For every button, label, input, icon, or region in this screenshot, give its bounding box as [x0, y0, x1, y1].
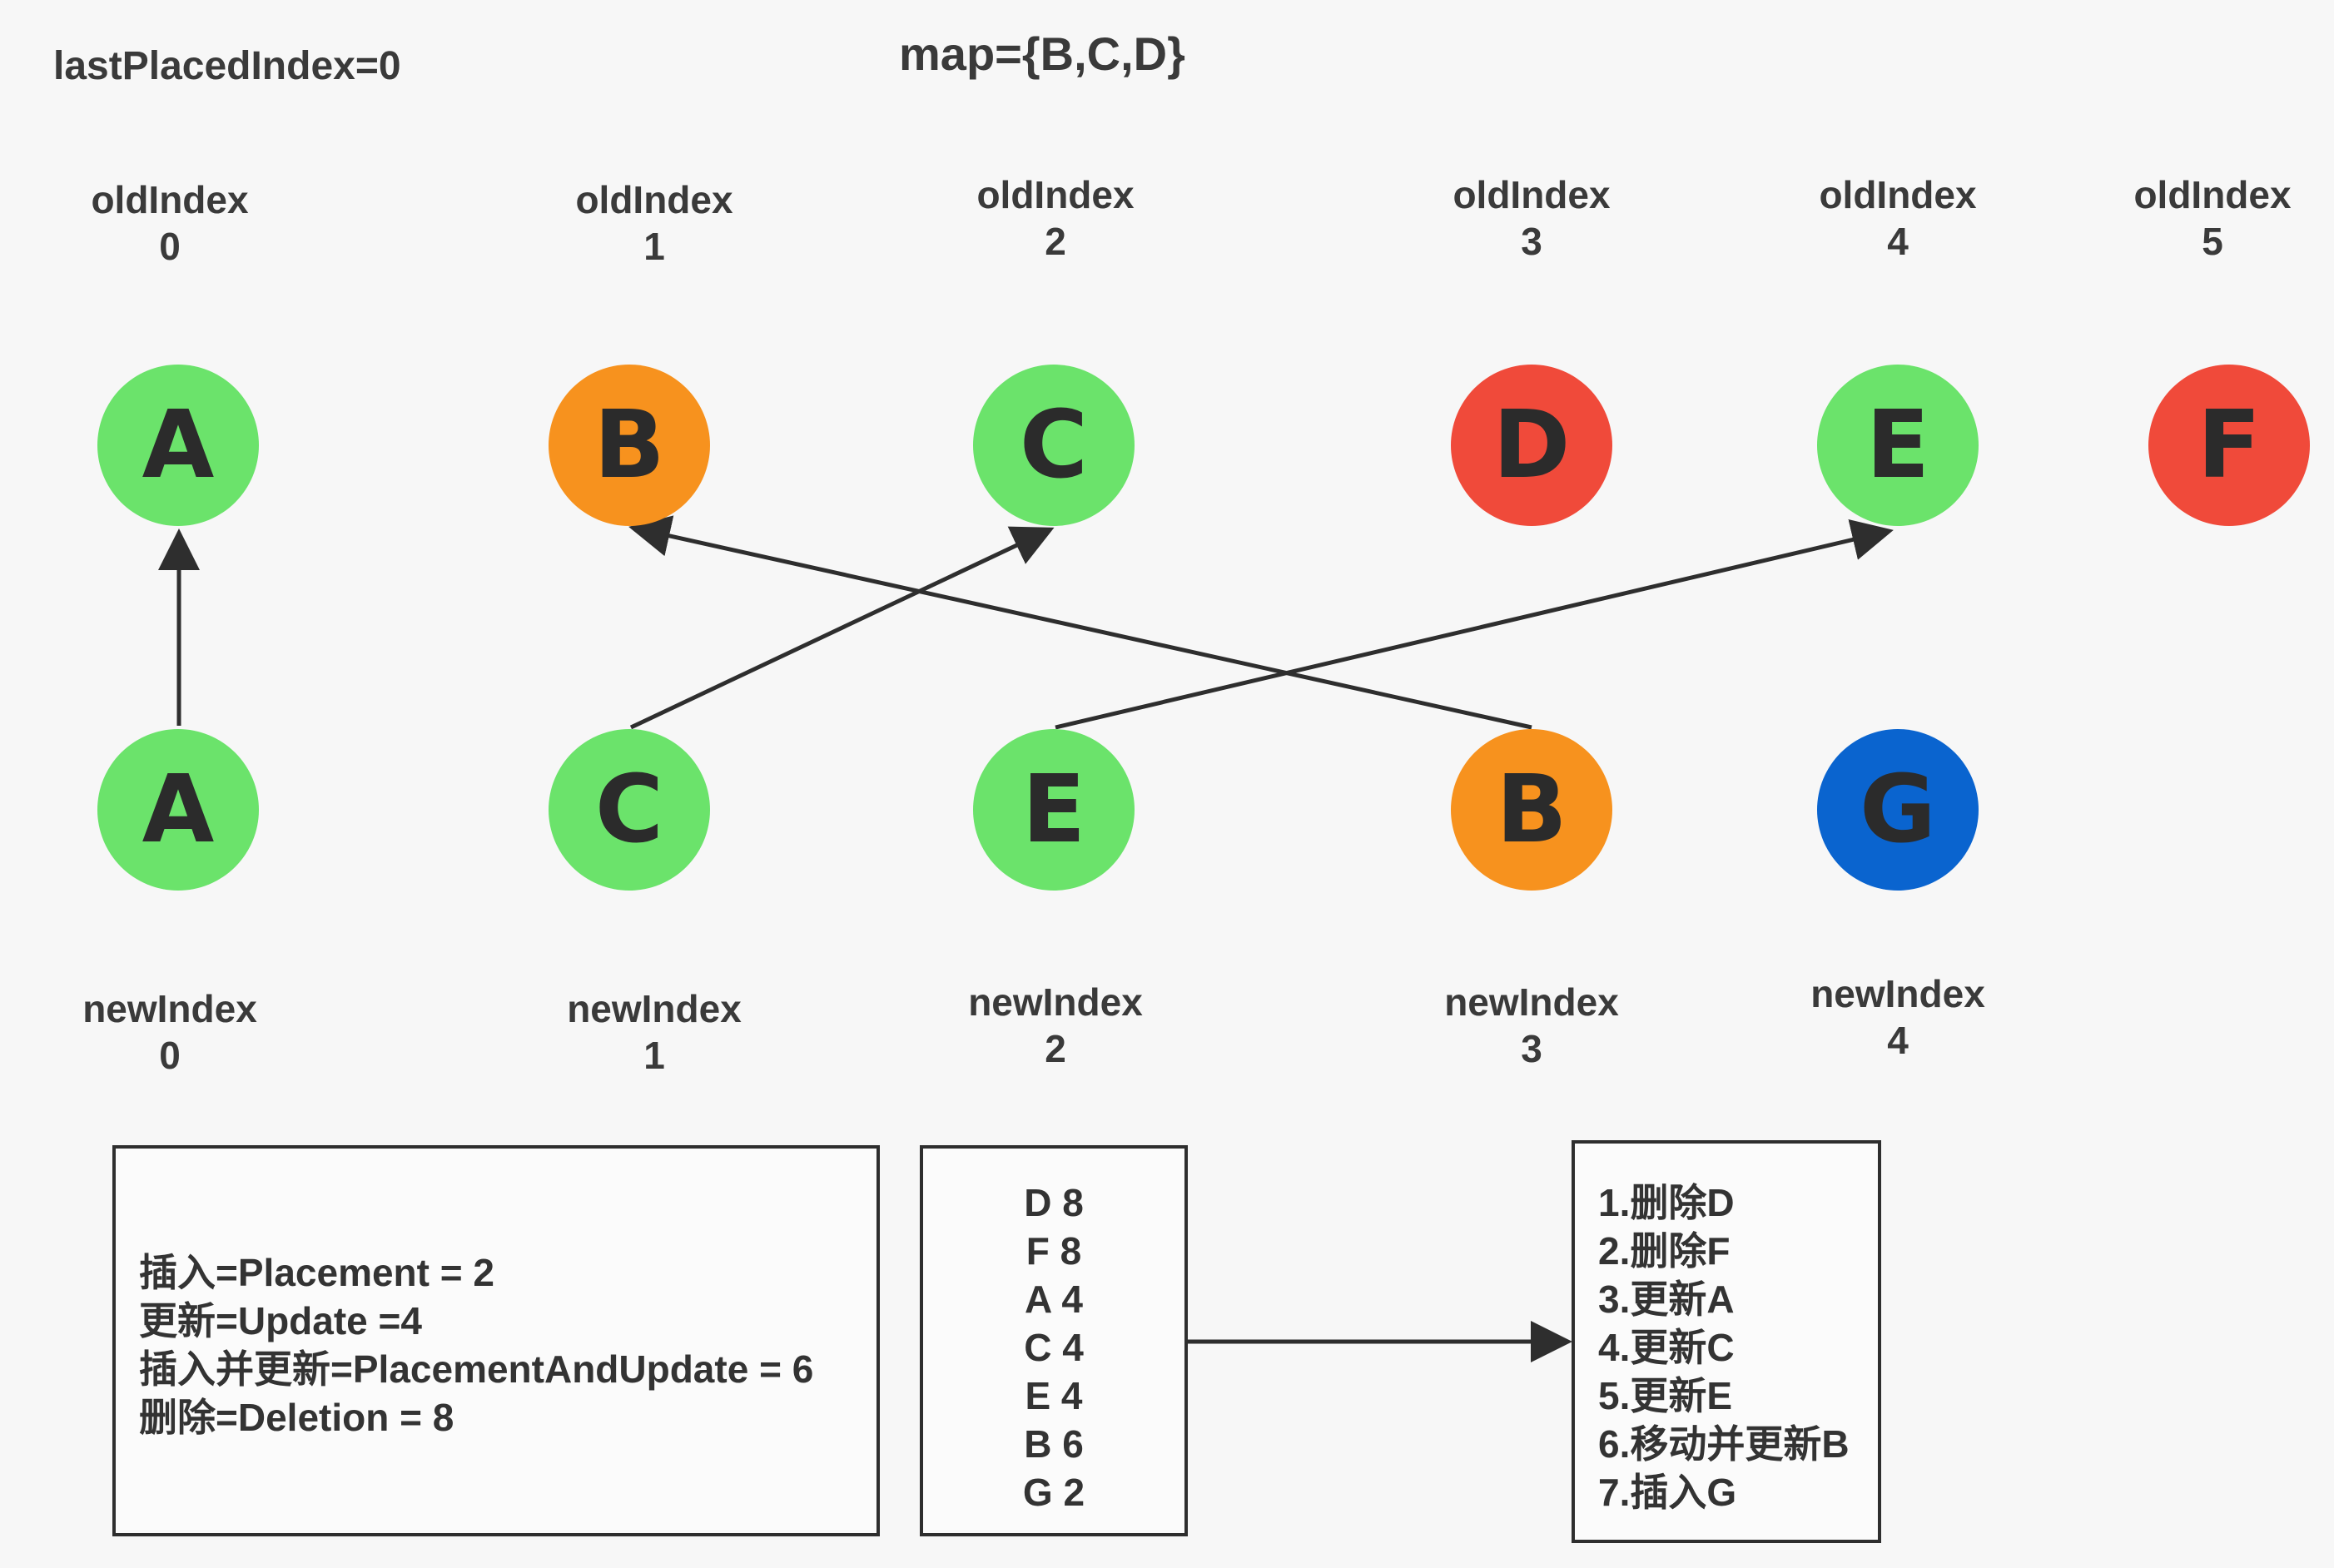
score-c: C 4: [1024, 1326, 1084, 1369]
old-node-d: D: [1451, 365, 1612, 526]
effect-flags-box: 插入=Placement = 2 更新=Update =4 插入并更新=Plac…: [112, 1145, 880, 1536]
commit-steps-box: 1.删除D 2.删除F 3.更新A 4.更新C 5.更新E 6.移动并更新B 7…: [1572, 1140, 1881, 1543]
flag-placement-and-update: 插入并更新=PlacementAndUpdate = 6: [139, 1347, 814, 1391]
step-3: 3.更新A: [1598, 1278, 1735, 1321]
new-node-a: A: [97, 729, 259, 891]
score-d: D 8: [1024, 1181, 1084, 1224]
flag-update: 更新=Update =4: [139, 1299, 422, 1342]
old-node-e: E: [1817, 365, 1979, 526]
old-node-a: A: [97, 365, 259, 526]
old-node-c: C: [973, 365, 1135, 526]
arrow-e-to-e: [1055, 519, 1894, 730]
last-placed-index-label: lastPlacedIndex=0: [53, 44, 401, 88]
step-6: 6.移动并更新B: [1598, 1422, 1850, 1466]
flag-score-box: D 8 F 8 A 4 C 4 E 4 B 6 G 2: [920, 1145, 1188, 1536]
step-4: 4.更新C: [1598, 1326, 1735, 1369]
arrow-b-to-b: [628, 515, 1532, 730]
step-7: 7.插入G: [1598, 1471, 1737, 1514]
score-g: G 2: [1022, 1471, 1085, 1514]
new-node-g: G: [1817, 729, 1979, 891]
map-label: map={B,C,D}: [899, 27, 1185, 80]
old-node-f: F: [2148, 365, 2310, 526]
flag-deletion: 删除=Deletion = 8: [139, 1396, 454, 1439]
score-b: B 6: [1024, 1422, 1084, 1466]
new-node-b: B: [1451, 729, 1612, 891]
new-node-e: E: [973, 729, 1135, 891]
new-node-c: C: [549, 729, 710, 891]
score-f: F 8: [1025, 1229, 1082, 1273]
score-e: E 4: [1025, 1374, 1083, 1417]
score-a: A 4: [1025, 1278, 1083, 1321]
arrow-c-to-c: [629, 526, 1055, 730]
flag-placement: 插入=Placement = 2: [139, 1251, 494, 1294]
step-1: 1.删除D: [1598, 1181, 1735, 1224]
old-node-b: B: [549, 365, 710, 526]
step-2: 2.删除F: [1598, 1229, 1731, 1273]
step-5: 5.更新E: [1598, 1374, 1733, 1417]
